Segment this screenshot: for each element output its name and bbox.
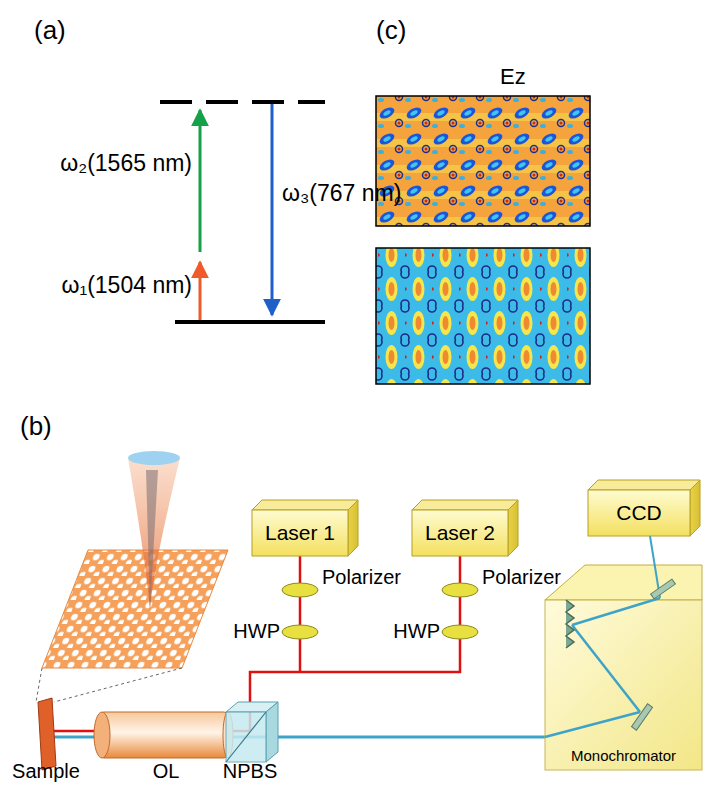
panel-label: (a) [34,16,66,46]
component-label: NPBS [223,760,277,783]
monochromator-housing [545,536,702,770]
transition-label: ω₃(767 nm) [282,180,401,206]
laser-housings [252,480,700,556]
camera-box: CCD [588,490,690,536]
box-label: CCD [616,501,662,525]
panel-label: (c) [376,16,406,46]
box-label: Laser 2 [425,521,495,545]
field-label: Ez [500,64,526,89]
panel-label: (b) [20,412,52,442]
transition-label: ω₁(1504 nm) [61,272,192,298]
transition-label: ω₂(1565 nm) [60,150,192,176]
component-label: HWP [393,620,440,643]
laser-box: Laser 1 [252,510,348,556]
photonic-crystal-inset [36,451,228,702]
monochromator-box: Monochromator [545,600,702,770]
box-label: Laser 1 [265,521,335,545]
component-label: Polarizer [482,566,561,589]
component-label: HWP [233,620,280,643]
objective-lens [94,712,233,758]
beam-splitter [226,702,278,762]
component-label: Sample [12,760,80,783]
sample [38,698,56,770]
component-label: OL [153,760,180,783]
polarizers [282,583,478,639]
laser-box: Laser 2 [412,510,508,556]
beam-paths [52,555,545,737]
component-label: Polarizer [322,566,401,589]
field-maps [376,96,590,384]
box-label: Monochromator [571,747,676,764]
